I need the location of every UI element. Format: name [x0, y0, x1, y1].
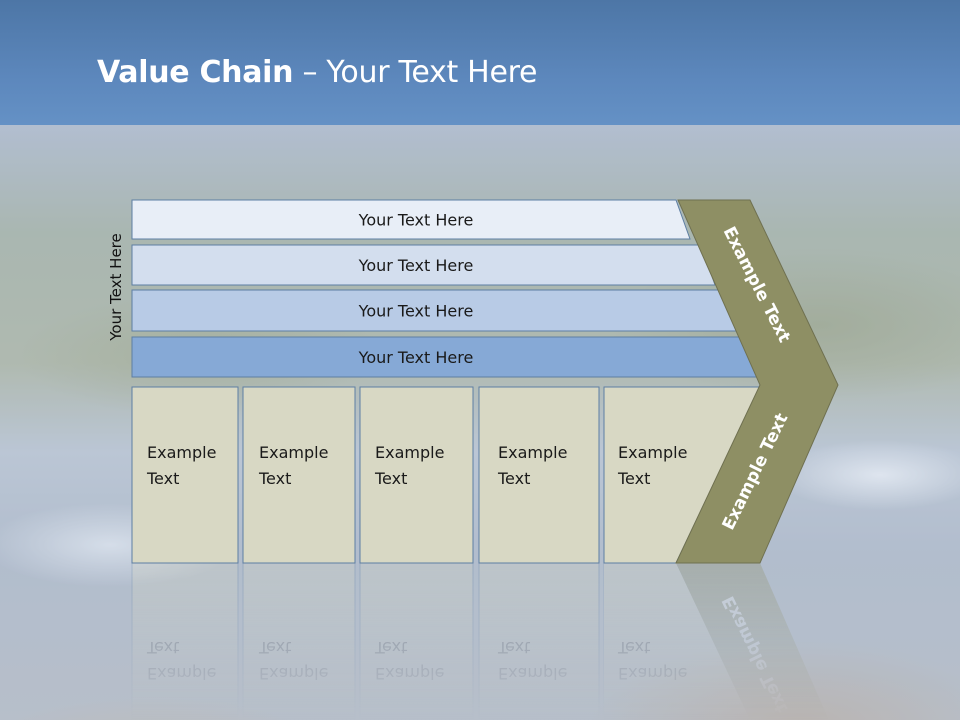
- activity-box-1: [131, 386, 239, 564]
- bar-2-label: Your Text Here: [358, 256, 474, 275]
- activity-box-3-line-1: Example: [375, 443, 444, 462]
- bar-3-label: Your Text Here: [358, 302, 474, 321]
- slide-title: Value Chain – Your Text Here: [97, 55, 537, 90]
- reflection-box-1-line-1: Example: [147, 664, 216, 683]
- reflection-box-3-line-2: Text: [374, 638, 407, 657]
- activity-box-1: [131, 562, 239, 720]
- reflection-box-2-line-1: Example: [259, 664, 328, 683]
- activity-box-2-line-2: Text: [258, 469, 291, 488]
- activity-box-3-line-2: Text: [374, 469, 407, 488]
- activity-box-4-line-2: Text: [497, 469, 530, 488]
- bar-1: [131, 199, 691, 240]
- activity-box-3: [359, 386, 474, 564]
- activity-box-5-line-2: Text: [617, 469, 650, 488]
- reflection-chevron: [676, 563, 829, 720]
- reflection-box-1-line-2: Text: [146, 638, 179, 657]
- bar-4-label: Your Text Here: [358, 348, 474, 367]
- reflection-box-4-line-1: Example: [498, 664, 567, 683]
- activity-box-4: [478, 562, 600, 720]
- background-sky: [0, 0, 960, 135]
- activity-box-1-line-2: Text: [146, 469, 179, 488]
- activity-box-1-line-1: Example: [147, 443, 216, 462]
- reflection-box-5-line-2: Text: [617, 638, 650, 657]
- activity-box-2-line-1: Example: [259, 443, 328, 462]
- reflection-box-2-line-2: Text: [258, 638, 291, 657]
- activity-box-2: [242, 386, 356, 564]
- bar-2: [131, 244, 716, 286]
- bar-1-label: Your Text Here: [358, 211, 474, 230]
- slide-title-rest: – Your Text Here: [293, 55, 538, 90]
- reflection-box-5: [604, 563, 751, 720]
- reflection-box-5-line-1: Example: [618, 664, 687, 683]
- activity-box-4: [478, 386, 600, 564]
- activity-box-4-line-1: Example: [498, 443, 567, 462]
- activity-box-5-line-1: Example: [618, 443, 687, 462]
- margin-chevron: [675, 199, 839, 564]
- reflection-box-3-line-1: Example: [375, 664, 444, 683]
- reflection-box-4-line-2: Text: [497, 638, 530, 657]
- slide-title-bold: Value Chain: [97, 55, 294, 90]
- activity-box-3: [359, 562, 474, 720]
